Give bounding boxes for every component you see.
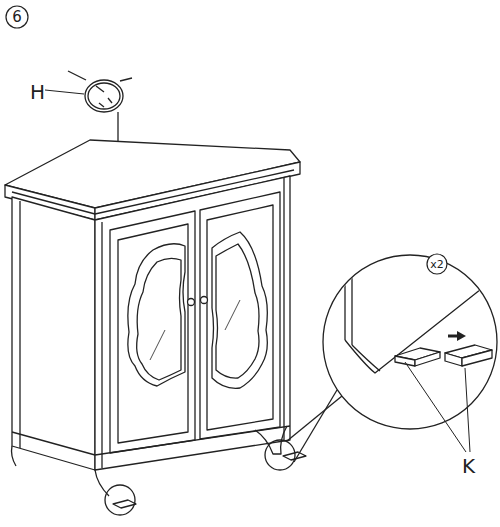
part-letter: K <box>462 456 475 476</box>
part-letter: H <box>30 82 45 102</box>
step-circle: x2 <box>426 253 448 275</box>
step-number: 6 <box>12 10 22 25</box>
step-number: x2 <box>430 259 444 270</box>
cabinet-body <box>5 140 300 496</box>
wall-anchor-ring <box>45 71 132 152</box>
step-circle: 6 <box>5 5 29 29</box>
felt-pad <box>113 452 306 508</box>
circle-outline <box>427 254 447 274</box>
circle-outline <box>6 6 28 28</box>
detail-callout <box>105 230 497 515</box>
